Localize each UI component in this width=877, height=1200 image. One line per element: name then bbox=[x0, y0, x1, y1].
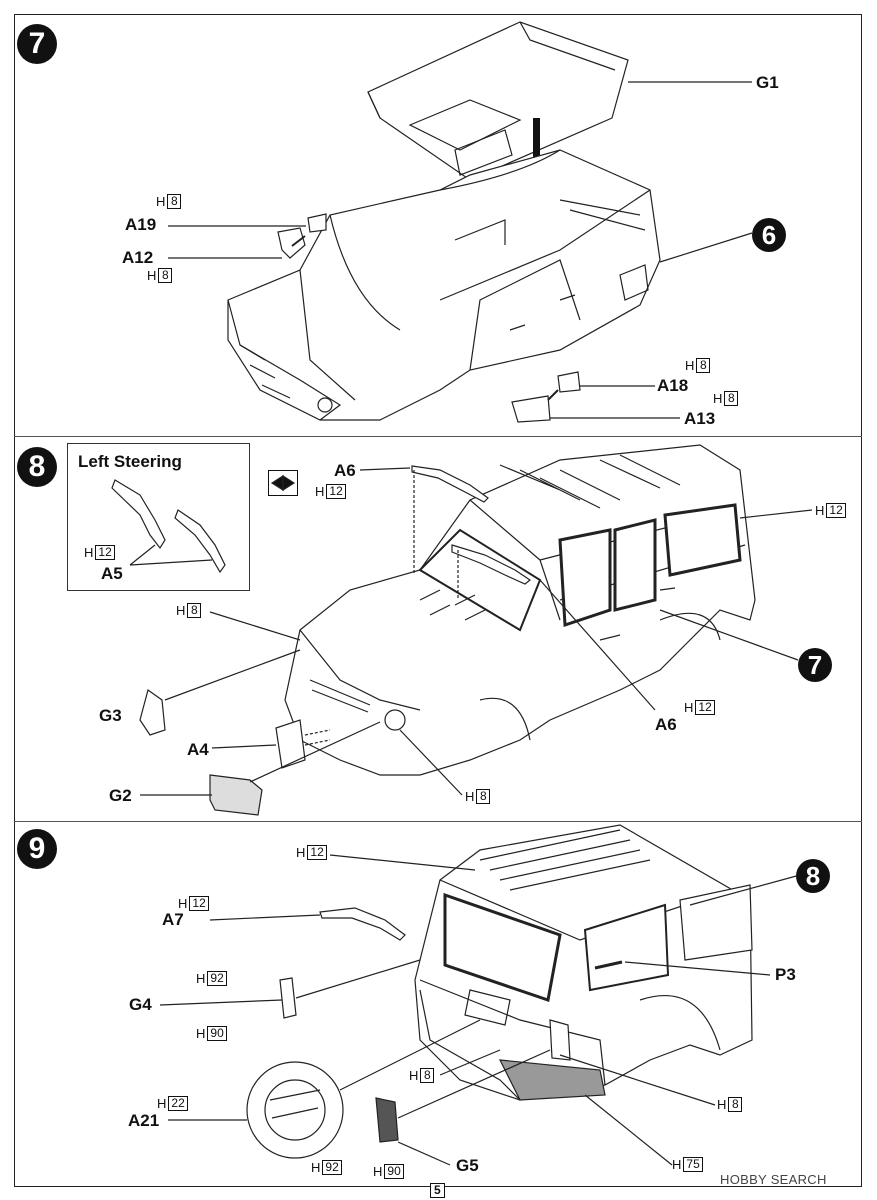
watermark: HOBBY SEARCH bbox=[720, 1172, 827, 1187]
part-a19 bbox=[307, 213, 327, 233]
flip-direction-icon bbox=[268, 470, 298, 496]
divider-step-7-8 bbox=[14, 436, 862, 437]
step-number-7: 7 bbox=[17, 24, 57, 64]
car-body-step8 bbox=[284, 444, 756, 776]
label-a12: A12 bbox=[122, 248, 154, 267]
body-tub-part6 bbox=[227, 149, 661, 421]
label-a19: A19 bbox=[125, 215, 157, 234]
divider-step-8-9 bbox=[14, 821, 862, 822]
part-a4 bbox=[275, 719, 306, 769]
part-a6-upper bbox=[411, 465, 489, 503]
part-a13 bbox=[511, 395, 551, 423]
inset-title: Left Steering bbox=[78, 452, 182, 471]
label-a18: A18 bbox=[657, 376, 689, 395]
label-a13: A13 bbox=[684, 409, 716, 428]
ref-step-8: 8 bbox=[796, 859, 830, 893]
car-rear-step9 bbox=[414, 824, 753, 1101]
step-number-9: 9 bbox=[17, 829, 57, 869]
part-a18 bbox=[557, 371, 581, 393]
label-a6-upper: A6 bbox=[334, 461, 356, 480]
part-g4 bbox=[279, 977, 297, 1019]
label-a7: A7 bbox=[162, 910, 184, 929]
part-p3 bbox=[594, 960, 623, 970]
label-g2: G2 bbox=[109, 786, 132, 805]
label-a6-lower: A6 bbox=[655, 715, 677, 734]
part-a12 bbox=[277, 227, 306, 259]
part-a7 bbox=[319, 907, 406, 941]
tub-insert-g1 bbox=[367, 21, 629, 181]
ref-step-6: 6 bbox=[752, 218, 786, 252]
label-a4: A4 bbox=[187, 740, 209, 759]
part-g2 bbox=[209, 774, 263, 816]
step-number-8: 8 bbox=[17, 447, 57, 487]
label-g1: G1 bbox=[756, 73, 779, 92]
label-g5: G5 bbox=[456, 1156, 479, 1175]
part-a21 bbox=[246, 1061, 344, 1159]
label-g3: G3 bbox=[99, 706, 122, 725]
part-g3 bbox=[139, 689, 166, 736]
left-steering-inset bbox=[67, 443, 250, 591]
label-a21: A21 bbox=[128, 1111, 160, 1130]
part-a6-lower bbox=[451, 544, 532, 585]
label-g4: G4 bbox=[129, 995, 152, 1014]
page-number: 5 bbox=[430, 1183, 445, 1198]
ref-step-7: 7 bbox=[798, 648, 832, 682]
part-g5 bbox=[375, 1097, 399, 1143]
label-p3: P3 bbox=[775, 965, 796, 984]
label-a5: A5 bbox=[101, 564, 123, 583]
inset-wipers bbox=[111, 479, 226, 574]
